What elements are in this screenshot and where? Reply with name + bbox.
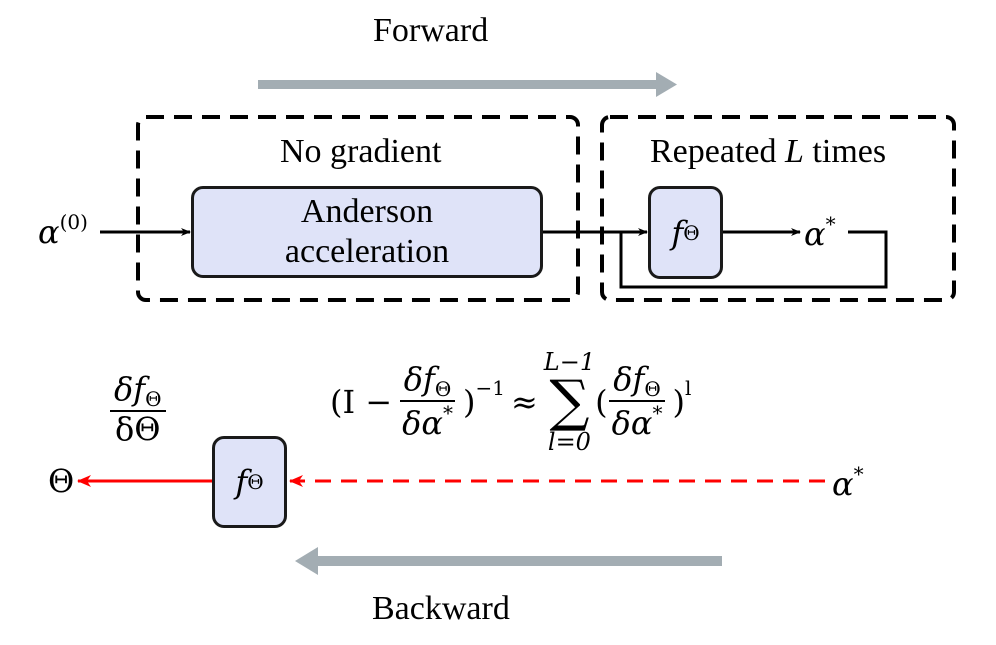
repeated-frame	[600, 115, 956, 302]
no-gradient-frame	[136, 115, 580, 302]
f-symbol: f	[671, 213, 684, 252]
formula2-num: δf	[613, 360, 645, 399]
formula-den-sup: *	[442, 401, 453, 426]
feedback-loop	[619, 230, 888, 289]
formula-open: (I −	[330, 383, 393, 421]
formula-approx: ≈	[510, 383, 538, 421]
forward-arrow	[258, 72, 677, 97]
sum-symbol: ∑	[549, 369, 590, 434]
formula-num: δf	[403, 360, 435, 399]
f-symbol-back: f	[235, 463, 248, 501]
backward-label: Backward	[372, 590, 510, 627]
repeated-var: L	[785, 133, 804, 170]
formula-close: )	[462, 383, 476, 421]
alpha-star-symbol: α	[804, 215, 826, 253]
forward-label: Forward	[373, 12, 489, 49]
anderson-line2: acceleration	[284, 233, 450, 270]
alpha-superscript: (0)	[59, 210, 88, 234]
input-alpha: α(0)	[38, 210, 88, 251]
alpha-star-backward: α*	[832, 462, 864, 503]
formula-num-sub: Θ	[434, 377, 452, 402]
no-gradient-title: No gradient	[280, 133, 442, 170]
f-subscript-back: Θ	[247, 470, 264, 494]
alpha-star-forward: α*	[804, 212, 836, 253]
sum-lower: l=0	[547, 428, 591, 456]
formula-den: δα	[402, 404, 443, 443]
f-subscript: Θ	[683, 220, 700, 245]
grad-den: δΘ	[115, 410, 161, 448]
repeated-prefix: Repeated	[650, 133, 785, 170]
anderson-line1: Anderson	[300, 193, 434, 230]
repeated-title: Repeated L times	[650, 133, 886, 171]
grad-num-sub: Θ	[145, 387, 162, 411]
formula-inverse-exp: −1	[475, 376, 505, 400]
formula2-den: δα	[611, 404, 653, 443]
formula-power: l	[684, 376, 692, 400]
alpha-star-back-symbol: α	[832, 465, 854, 503]
formula2-num-sub: Θ	[644, 377, 661, 402]
grad-num: δf	[114, 370, 146, 408]
sum-upper: L−1	[543, 348, 596, 376]
formula-close2: )	[672, 383, 685, 421]
formula-open2: (	[595, 383, 608, 421]
theta-label: Θ	[48, 462, 75, 500]
backward-arrow	[295, 547, 722, 575]
grad-theta-fraction: δfΘ δΘ	[110, 370, 166, 448]
alpha-symbol: α	[38, 213, 60, 251]
neumann-formula: (I − δfΘ δα* ) −1 ≈ L−1 ∑ l=0 ( δfΘ δα* …	[330, 350, 691, 454]
repeated-suffix: times	[803, 133, 887, 170]
anderson-acceleration-block[interactable]: Anderson acceleration	[191, 186, 543, 278]
alpha-star-back-sup: *	[853, 462, 864, 486]
formula2-den-sup: *	[652, 401, 663, 426]
alpha-star-superscript: *	[825, 212, 836, 236]
